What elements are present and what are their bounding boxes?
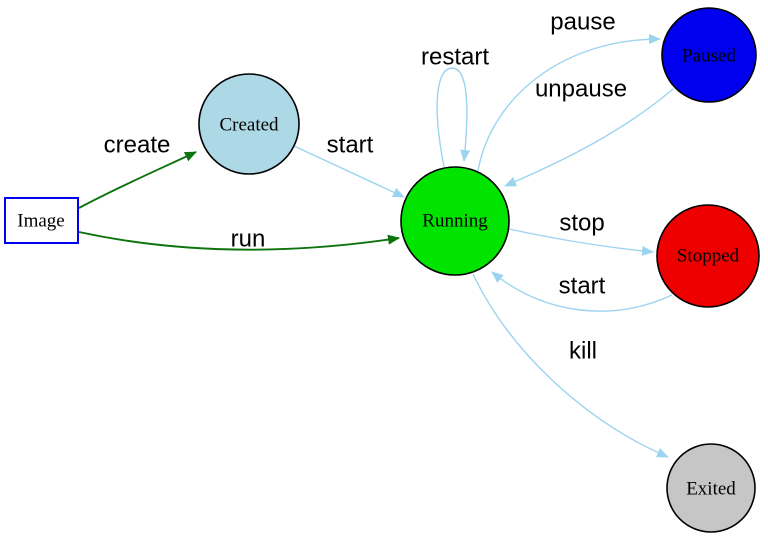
running-node-circle xyxy=(400,166,510,276)
exited-node-label: Exited xyxy=(686,479,736,500)
edge-start-created-running xyxy=(293,145,405,198)
edge-unpause xyxy=(504,88,674,187)
node-paused: Paused xyxy=(661,7,757,103)
created-node-circle xyxy=(198,73,300,175)
node-exited: Exited xyxy=(666,443,756,533)
edge-run xyxy=(78,231,400,251)
image-node-label: Image xyxy=(17,211,64,232)
edge-start-stopped-running xyxy=(491,271,673,312)
nodes: Image Created Running Paused Stopped Exi xyxy=(4,7,760,533)
edge-kill xyxy=(472,273,669,458)
node-created: Created xyxy=(198,73,300,175)
edge-label-stop: stop xyxy=(559,210,604,237)
edge-label-start-2: start xyxy=(559,273,606,300)
exited-node-circle xyxy=(666,443,756,533)
edges xyxy=(78,34,674,458)
edge-label-unpause: unpause xyxy=(535,76,627,103)
edge-label-kill: kill xyxy=(569,338,597,365)
node-stopped: Stopped xyxy=(656,204,760,308)
edge-stop xyxy=(508,228,654,256)
paused-node-label: Paused xyxy=(682,46,736,67)
edge-create xyxy=(78,151,197,209)
edge-label-run: run xyxy=(231,226,266,253)
stopped-node-circle xyxy=(656,204,760,308)
edge-label-create: create xyxy=(104,132,171,159)
edge-label-restart: restart xyxy=(421,44,489,71)
paused-node-circle xyxy=(661,7,757,103)
running-node-label: Running xyxy=(422,211,488,232)
created-node-label: Created xyxy=(219,115,279,136)
edge-label-pause: pause xyxy=(550,9,615,36)
image-node-box xyxy=(4,197,79,244)
edge-label-start-1: start xyxy=(327,132,374,159)
edge-labels: create run start restart pause unpause s… xyxy=(104,9,627,365)
node-image: Image xyxy=(4,197,79,244)
edge-pause xyxy=(477,34,661,172)
node-running: Running xyxy=(400,166,510,276)
stopped-node-label: Stopped xyxy=(677,246,740,267)
edge-restart-self-loop xyxy=(436,67,471,168)
